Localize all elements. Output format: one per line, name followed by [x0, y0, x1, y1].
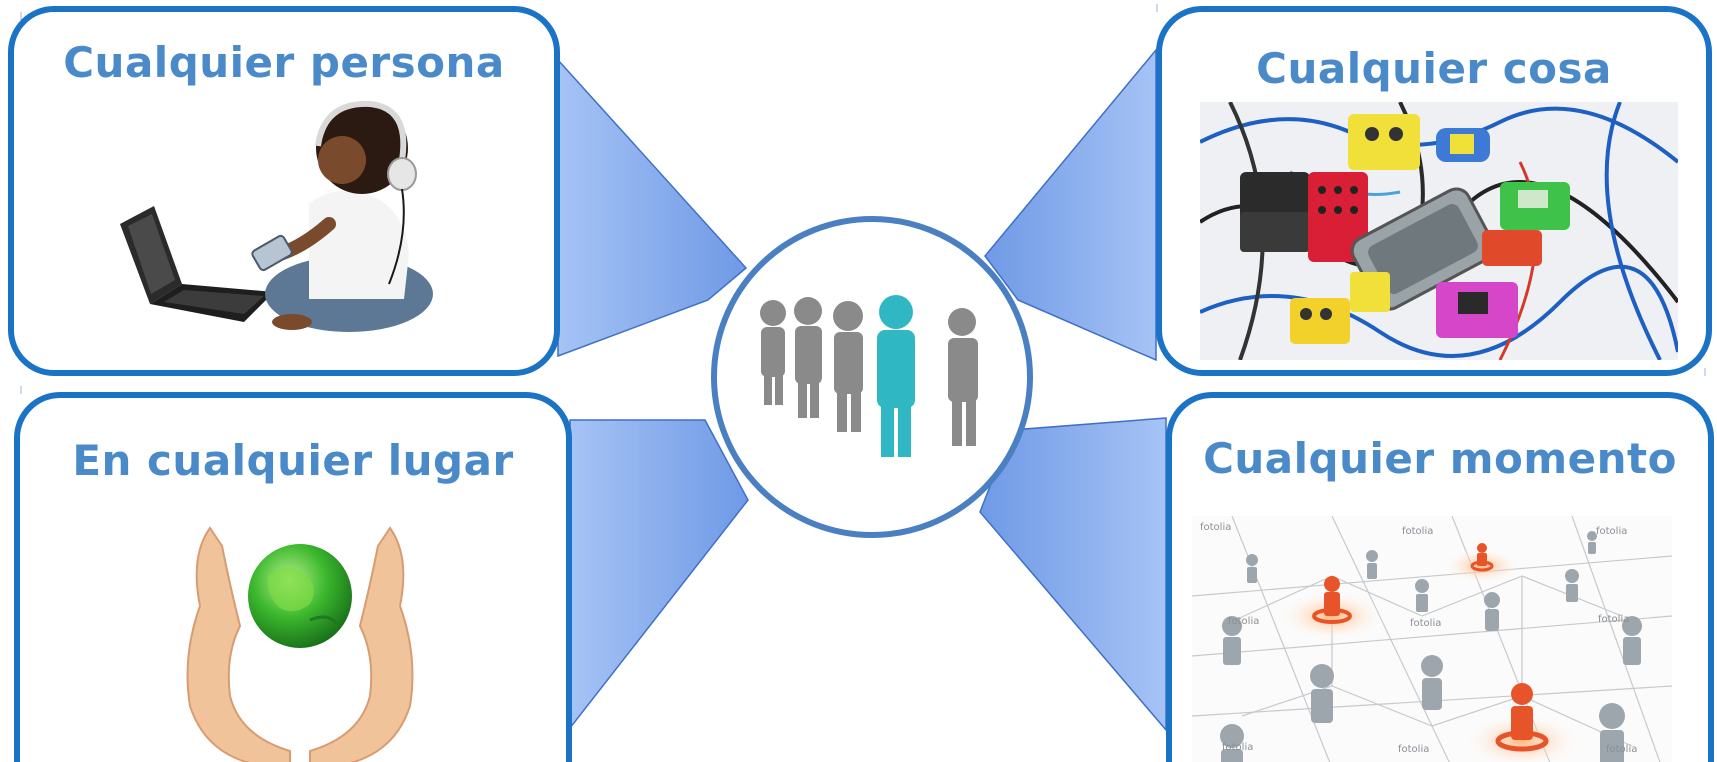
panel-en-cualquier-lugar: En cualquier lugar — [14, 392, 572, 762]
panel-title: Cualquier cosa — [1256, 44, 1612, 93]
connector-wedges — [557, 47, 1167, 733]
watermark-label: fotolia — [1200, 522, 1231, 533]
watermark-label: fotolia — [1598, 614, 1629, 625]
watermark-label: fotolia — [1596, 526, 1627, 537]
panel-cualquier-persona: Cualquier persona — [8, 6, 560, 376]
watermark-label: fotolia — [1606, 744, 1637, 755]
panel-cualquier-cosa: Cualquier cosa — [1156, 6, 1712, 376]
child-laptop-illustration — [120, 100, 433, 332]
connector-bottom-left — [569, 419, 749, 731]
center-circle — [711, 216, 1033, 538]
people-network-illustration: fotolia fotolia fotolia fotolia fotolia … — [1192, 516, 1672, 762]
hands-globe-illustration — [186, 526, 414, 762]
watermark-label: fotolia — [1402, 526, 1433, 537]
watermark-label: fotolia — [1398, 744, 1429, 755]
watermark-label: fotolia — [1410, 618, 1441, 629]
panel-title: Cualquier momento — [1203, 434, 1677, 483]
panel-title: Cualquier persona — [63, 38, 505, 87]
connector-top-left — [557, 58, 748, 358]
watermark-label: fotolia — [1222, 742, 1253, 753]
panel-cualquier-momento: Cualquier momento — [1166, 392, 1714, 762]
panel-title: En cualquier lugar — [72, 436, 514, 485]
connector-bottom-right — [979, 417, 1167, 733]
center-node — [711, 216, 1033, 538]
watermark-label: fotolia — [1228, 616, 1259, 627]
people-group-icon — [760, 295, 978, 457]
guitar-pedals-illustration — [1200, 102, 1678, 360]
